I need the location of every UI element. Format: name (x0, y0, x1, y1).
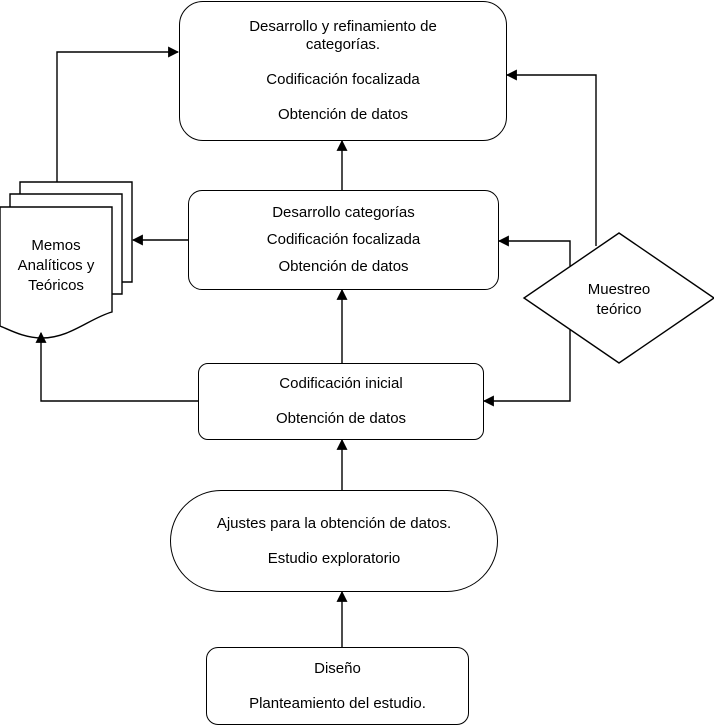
design-label: Diseño (314, 659, 361, 677)
sampling-line2: teórico (596, 301, 642, 318)
study-planning-label: Planteamiento del estudio. (249, 694, 426, 712)
arrow-memos-to-refinement (56, 46, 180, 182)
initial-coding-box: Codificación inicial Obtención de datos (198, 363, 484, 440)
sampling-line1: Muestreo (587, 281, 651, 298)
categories-box: Desarrollo categorías Codificación focal… (188, 190, 499, 290)
memos-line2: Analíticos y (17, 257, 95, 274)
refinement-box: Desarrollo y refinamiento de categorías.… (179, 1, 507, 141)
categories-data-collection: Obtención de datos (278, 258, 409, 275)
design-box: Diseño Planteamiento del estudio. (206, 647, 469, 725)
initial-data-collection: Obtención de datos (275, 410, 407, 427)
sampling-label: Muestreo teórico (559, 280, 679, 320)
refinement-title-line2: categorías. (305, 36, 381, 53)
adjustments-label: Ajustes para la obtención de datos. (216, 514, 452, 532)
arrow-sampling-to-initial (482, 330, 571, 407)
memos-line3: Teóricos (28, 277, 84, 294)
refinement-focused-coding: Codificación focalizada (266, 71, 420, 88)
memos-document-stack (0, 181, 133, 339)
sampling-diamond (522, 232, 714, 364)
refinement-title-line1: Desarrollo y refinamiento de (249, 18, 437, 35)
exploratory-study-label: Estudio exploratorio (267, 549, 401, 567)
refinement-data-collection: Obtención de datos (277, 106, 409, 123)
initial-coding-label: Codificación inicial (279, 375, 403, 392)
arrow-sampling-to-refinement (505, 69, 597, 246)
adjustments-box: Ajustes para la obtención de datos. Estu… (170, 490, 498, 592)
categories-development: Desarrollo categorías (272, 204, 415, 221)
arrow-sampling-to-categories (497, 235, 571, 266)
categories-focused-coding: Codificación focalizada (266, 231, 421, 248)
arrow-initial-to-memos (35, 331, 198, 402)
memos-line1: Memos (31, 237, 81, 254)
memos-label: Memos Analíticos y Teóricos (0, 236, 112, 296)
